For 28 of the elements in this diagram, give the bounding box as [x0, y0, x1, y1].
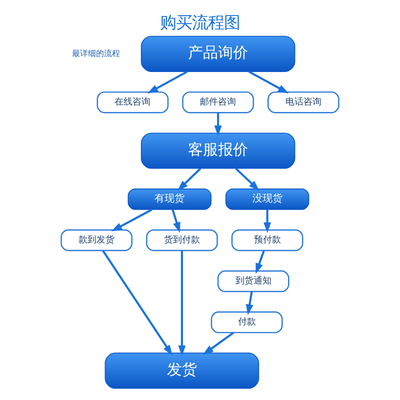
node-box: 款到发货 — [60, 229, 132, 252]
arrow — [177, 168, 202, 191]
arrow — [256, 250, 265, 274]
arrow — [147, 70, 188, 94]
arrow — [246, 291, 254, 316]
node-box: 货到付款 — [146, 229, 218, 252]
arrow — [248, 70, 289, 94]
node-box: 产品询价 — [140, 36, 296, 72]
node-box: 电话咨询 — [268, 91, 340, 114]
node-box: 有现货 — [128, 188, 212, 210]
arrow — [264, 210, 272, 234]
arrow — [214, 112, 222, 136]
node-box: 发货 — [104, 352, 260, 389]
arrow — [235, 168, 260, 191]
diagram-title: 购买流程图 — [160, 13, 240, 32]
arrow — [178, 250, 186, 356]
arrow — [102, 250, 172, 356]
node-box: 付款 — [210, 311, 283, 334]
node-box: 客服报价 — [140, 132, 296, 169]
node-box: 没现货 — [225, 188, 310, 210]
arrow — [111, 208, 152, 232]
arrow — [172, 209, 180, 233]
node-box: 邮件咨询 — [182, 91, 254, 114]
node-box: 在线咨询 — [96, 91, 169, 114]
label: 最详细的流程 — [72, 48, 120, 58]
node-box: 到货通知 — [217, 270, 290, 292]
node-box: 预付款 — [231, 229, 304, 252]
arrow — [202, 332, 234, 355]
